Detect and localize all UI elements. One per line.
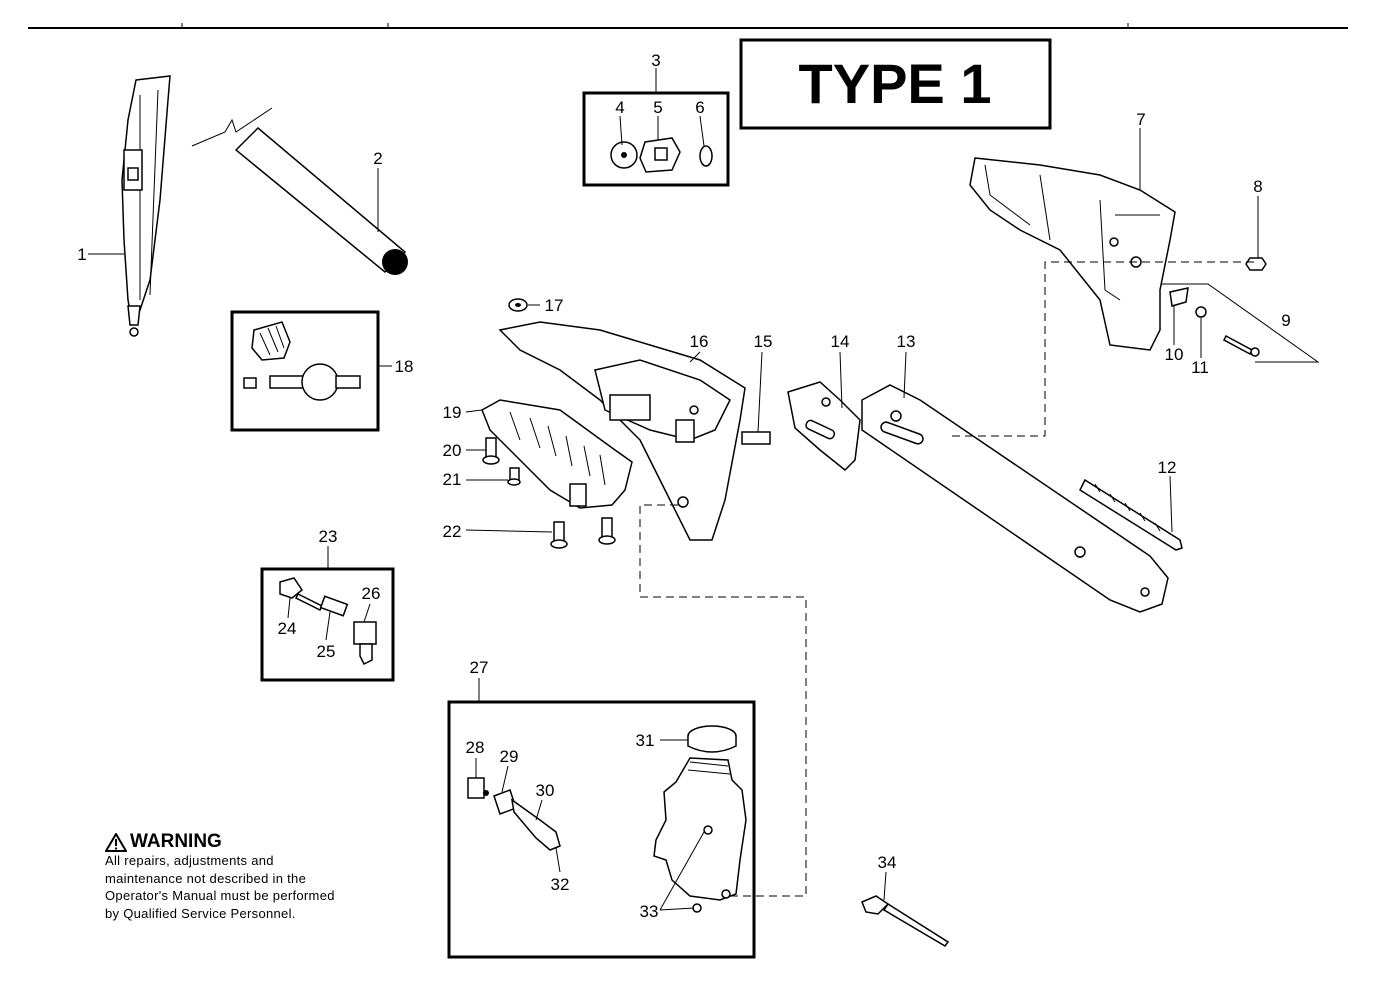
part-17-nut [508,298,528,312]
callout-31: 31 [636,731,655,750]
callouts: 1 2 3 4 5 6 7 8 9 10 11 12 13 14 15 16 1… [77,51,1290,921]
part-34-wrench [861,895,950,947]
callout-27: 27 [470,658,489,677]
callout-28: 28 [466,738,485,757]
callout-30: 30 [536,781,555,800]
callout-26: 26 [362,584,381,603]
callout-5: 5 [653,98,662,117]
warning-heading: WARNING [130,831,222,852]
kit-23-box [260,567,395,682]
screws-20-22 [482,437,616,549]
callout-12: 12 [1158,458,1177,477]
part-16-housing [498,321,746,541]
warning-notice: WARNING All repairs, adjustments and mai… [105,832,345,922]
part-2-pole-tube [191,107,408,275]
hardware-8-11 [1162,257,1320,363]
callout-25: 25 [317,642,336,661]
kit-27-box [447,700,756,959]
part-1-shoulder-strap [121,75,171,337]
callout-9: 9 [1281,311,1290,330]
callout-14: 14 [831,332,850,351]
warning-heading-row: WARNING [105,832,345,852]
callout-15: 15 [754,332,773,351]
callout-33: 33 [640,902,659,921]
callout-2: 2 [373,149,382,168]
part-14-bar-plate [787,381,861,472]
part-15-stud [741,431,771,445]
kit-3-box [582,91,730,187]
callout-29: 29 [500,747,519,766]
callout-11: 11 [1191,358,1209,377]
callout-10: 10 [1165,345,1184,364]
callout-34: 34 [878,853,897,872]
callout-24: 24 [278,619,297,638]
callout-21: 21 [443,470,462,489]
dashed-ref-tank-housing [639,504,807,897]
callout-18: 18 [395,357,414,376]
callout-19: 19 [443,403,462,422]
warning-triangle-icon [105,832,127,852]
dashed-ref-bar-cover [952,261,1255,437]
type-title-box: TYPE 1 [739,38,1052,130]
part-7-upper-cover [969,157,1176,351]
callout-1: 1 [77,245,86,264]
callout-22: 22 [443,522,462,541]
callout-23: 23 [319,527,338,546]
part-19-bar-mount [481,399,633,509]
kit-18-box [230,310,380,432]
callout-4: 4 [615,98,624,117]
callout-16: 16 [690,332,709,351]
leader-lines [88,68,1259,911]
part-12-saw-chain [1079,478,1183,551]
callout-8: 8 [1253,177,1262,196]
callout-7: 7 [1136,110,1145,129]
warning-text: All repairs, adjustments and maintenance… [105,853,335,921]
callout-6: 6 [695,98,704,117]
callout-32: 32 [551,875,570,894]
type-title: TYPE 1 [799,52,992,115]
callout-20: 20 [443,441,462,460]
callout-3: 3 [651,51,660,70]
callout-13: 13 [897,332,916,351]
part-13-guide-bar [861,384,1169,613]
callout-17: 17 [545,296,564,315]
